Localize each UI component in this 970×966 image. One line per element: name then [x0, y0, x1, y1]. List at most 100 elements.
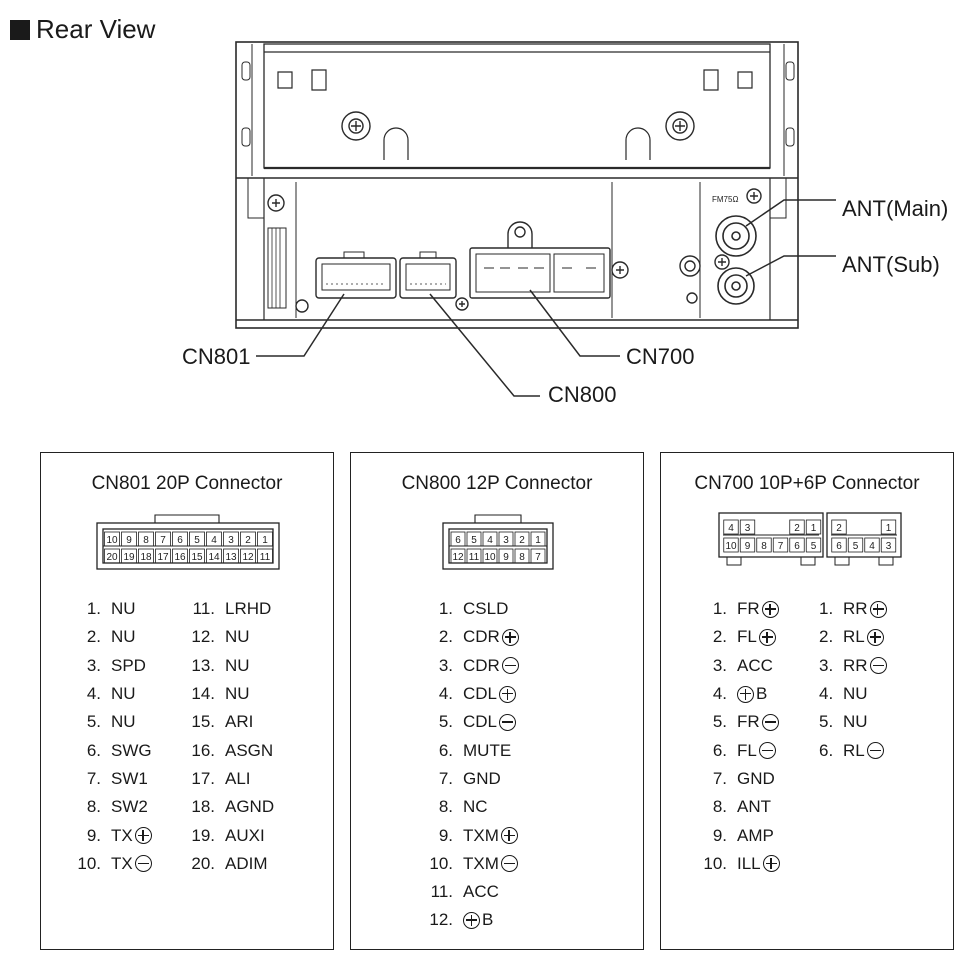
pin-number: 8.	[86, 797, 101, 817]
pin-label: NU	[111, 627, 136, 647]
pin-number-label: 3	[745, 523, 751, 534]
pin-label: NC	[463, 797, 488, 817]
pin-number: 7.	[438, 768, 453, 788]
pin-number-label: 12	[242, 552, 254, 563]
pin-list-item: 3.RR	[819, 652, 887, 680]
pin-label: ACC	[737, 655, 773, 675]
plus-symbol-icon	[758, 628, 776, 646]
pin-label: ACC	[463, 882, 499, 902]
pin-number-label: 20	[106, 552, 118, 563]
ant-sub-label: ANT(Sub)	[842, 252, 940, 277]
title-bullet-icon	[10, 19, 30, 40]
pin-number-label: 12	[452, 552, 464, 563]
pin-number-label: 4	[869, 541, 875, 552]
pin-cell	[739, 519, 756, 535]
pin-cell	[805, 519, 822, 535]
pin-number-label: 6	[455, 535, 461, 546]
chassis-outline	[235, 41, 799, 329]
pin-cell	[189, 548, 205, 564]
minus-symbol-icon	[761, 713, 779, 731]
pin-label: TXM	[463, 853, 499, 873]
pin-number: 18.	[191, 797, 215, 817]
pin-number-label: 5	[853, 541, 859, 552]
pin-cell	[450, 531, 466, 547]
pin-number-label: 9	[126, 535, 132, 546]
pin-list-item: 1.FR	[701, 595, 780, 623]
pin-list-item: 11.ACC	[427, 878, 519, 906]
pin-number: 6.	[86, 740, 101, 760]
pin-cell	[138, 548, 154, 564]
pin-cell	[831, 537, 847, 553]
pin-label: GND	[737, 768, 775, 788]
pin-label: CDL	[463, 712, 498, 732]
pin-number-label: 9	[503, 552, 509, 563]
pin-label: NU	[225, 684, 250, 704]
pin-cell	[257, 531, 273, 547]
pin-list-item: 1.CSLD	[427, 595, 519, 623]
pin-cell	[514, 531, 530, 547]
pin-number: 1.	[86, 599, 101, 619]
pin-cell	[530, 531, 546, 547]
pin-list-item: 10.TXM	[427, 850, 519, 878]
pin-number: 12.	[191, 627, 215, 647]
pin-cell	[155, 531, 171, 547]
pin-list-item: 5.FR	[701, 708, 780, 736]
pin-number: 2.	[86, 627, 101, 647]
pin-number: 7.	[86, 768, 101, 788]
pin-list-item: 3.SPD	[75, 652, 152, 680]
pin-number: 10.	[703, 853, 727, 873]
fm-label: FM75Ω	[712, 195, 738, 204]
cn700-connector	[469, 221, 611, 299]
pin-label: SW2	[111, 797, 148, 817]
pin-label: ILL	[737, 853, 761, 873]
pin-cell	[240, 548, 256, 564]
pin-label: SWG	[111, 740, 152, 760]
pin-cell	[138, 531, 154, 547]
pin-label: ANT	[737, 797, 771, 817]
pin-number: 5.	[438, 712, 453, 732]
pin-list-item: 5. CDL	[427, 708, 519, 736]
pin-number-label: 4	[728, 523, 734, 534]
pin-list-item: 12. NU	[189, 623, 274, 651]
pin-cell	[880, 537, 897, 553]
plus-symbol-icon	[866, 628, 884, 646]
plus-symbol-icon	[134, 827, 152, 845]
pin-number-label: 3	[503, 535, 509, 546]
pin-number: 2.	[712, 627, 727, 647]
pin-number: 3.	[86, 655, 101, 675]
pin-list-item: 2.CDR	[427, 623, 519, 651]
pin-list-item: 12.B	[427, 906, 519, 934]
pin-number: 19.	[191, 825, 215, 845]
pin-label: ADIM	[225, 853, 268, 873]
pin-number: 8.	[438, 797, 453, 817]
pin-number-label: 5	[811, 541, 817, 552]
pin-number-label: 1	[886, 523, 892, 534]
pin-number-label: 7	[535, 552, 541, 563]
pin-label: NU	[225, 627, 250, 647]
pin-list-item: 7.SW1	[75, 765, 152, 793]
pin-number: 3.	[819, 655, 834, 675]
pin-number-label: 18	[140, 552, 152, 563]
pin-number: 10.	[77, 853, 101, 873]
pin-list-item: 1.NU	[75, 595, 152, 623]
cn801-connector	[315, 251, 397, 299]
pin-number-label: 8	[519, 552, 525, 563]
minus-symbol-icon	[758, 742, 776, 760]
screw-icons	[267, 111, 762, 313]
pin-list-item: 5.NU	[819, 708, 887, 736]
pin-number: 5.	[819, 712, 834, 732]
plus-symbol-icon	[501, 628, 519, 646]
pin-label: FR	[737, 599, 760, 619]
pin-number-label: 10	[725, 541, 737, 552]
pin-list-item: 2.RL	[819, 623, 887, 651]
pin-number: 5.	[712, 712, 727, 732]
pin-label: CDR	[463, 655, 500, 675]
pin-cell	[466, 548, 482, 564]
pin-number: 3.	[438, 655, 453, 675]
pin-number-label: 2	[836, 523, 842, 534]
